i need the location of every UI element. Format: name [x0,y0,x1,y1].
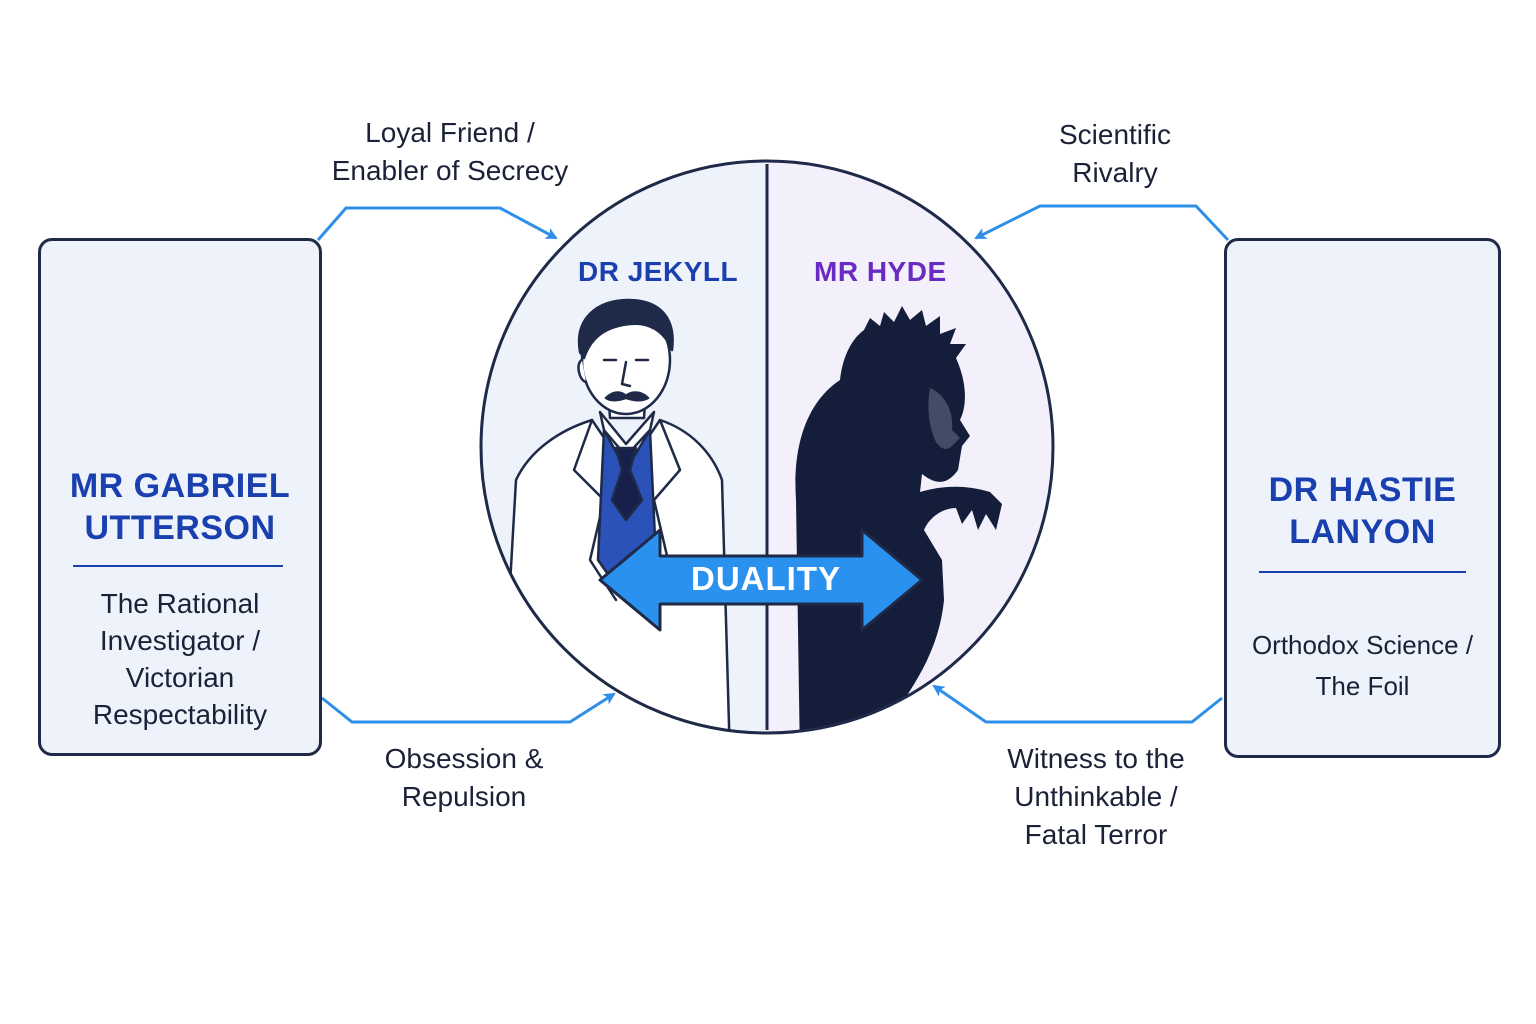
relation-label-top-left: Loyal Friend / Enabler of Secrecy [300,114,600,190]
utterson-title-line-1: MR GABRIEL [69,467,291,505]
relation-bottom-left-line-2: Repulsion [401,781,527,812]
lanyon-description: Orthodox Science / The Foil [1227,625,1498,707]
connector-top-left [316,206,558,241]
jekyll-label: DR JEKYLL [578,256,739,287]
utterson-desc-line-4: Respectability [92,699,268,730]
lanyon-desc-line-2: The Foil [1315,671,1410,701]
utterson-description: The Rational Investigator / Victorian Re… [41,585,319,733]
connector-top-right [974,204,1230,242]
relation-label-top-right: Scientific Rivalry [1000,116,1230,192]
lanyon-card: DR HASTIE LANYON Orthodox Science / The … [1224,238,1501,758]
utterson-title: MR GABRIEL UTTERSON [41,465,319,549]
lanyon-divider [1259,571,1466,573]
relation-top-right-line-2: Rivalry [1072,157,1158,188]
lanyon-title: DR HASTIE LANYON [1227,469,1498,553]
connector-bottom-right [932,684,1223,724]
central-circle [479,159,1055,735]
utterson-portrait [87,263,277,453]
relation-top-left-line-2: Enabler of Secrecy [331,155,569,186]
lanyon-portrait [1271,263,1461,453]
duality-label: DUALITY [691,560,841,597]
lanyon-title-line-2: LANYON [1289,513,1436,551]
relation-top-left-line-1: Loyal Friend / [365,117,535,148]
utterson-divider [73,565,283,567]
lanyon-title-line-1: DR HASTIE [1268,471,1457,509]
utterson-desc-line-1: The Rational [100,588,260,619]
hyde-label: MR HYDE [814,256,947,287]
utterson-title-line-2: UTTERSON [84,509,276,547]
utterson-desc-line-3: Victorian [125,662,235,693]
connector-bottom-left [321,692,616,724]
utterson-desc-line-2: Investigator / [99,625,261,656]
relation-bottom-right-line-1: Witness to the [1007,743,1185,774]
utterson-card: MR GABRIEL UTTERSON The Rational Investi… [38,238,322,756]
lanyon-desc-line-1: Orthodox Science / [1251,630,1474,660]
double-arrow-icon [598,528,924,632]
relation-bottom-left-line-1: Obsession & [384,743,544,774]
relation-top-right-line-1: Scientific [1058,119,1172,150]
relation-bottom-right-line-2: Unthinkable / [1014,781,1178,812]
relation-label-bottom-right: Witness to the Unthinkable / Fatal Terro… [966,740,1226,854]
hyde-silhouette-icon [795,306,1002,733]
relation-bottom-right-line-3: Fatal Terror [1024,819,1168,850]
relation-label-bottom-left: Obsession & Repulsion [344,740,584,816]
